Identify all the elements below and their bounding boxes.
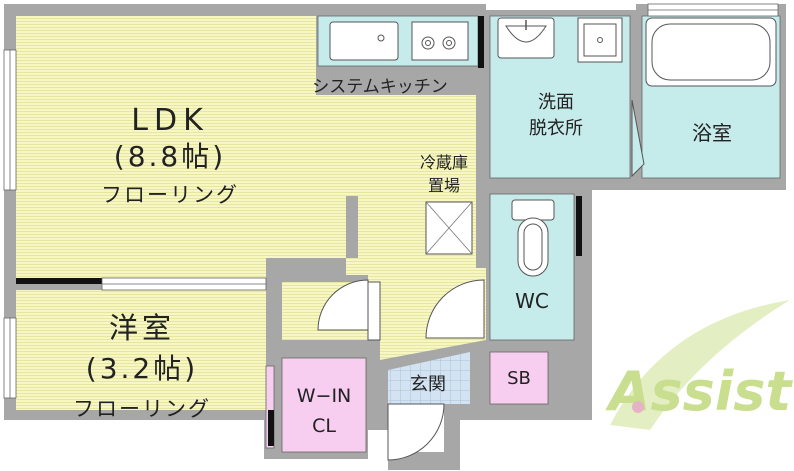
- bathtub-icon: [645, 17, 777, 87]
- closet-door-bar: [265, 365, 275, 449]
- burner-icon: [421, 36, 435, 50]
- burner-icon: [425, 40, 431, 46]
- wall-black-edge: [478, 16, 484, 68]
- room-labels: LDK (8.8帖) フローリング 洋室 (3.2帖) フローリング システムキ…: [73, 77, 732, 437]
- ldk-room: [16, 16, 476, 340]
- walk-in-closet: [281, 357, 367, 453]
- western-room: [16, 282, 282, 410]
- stove-icon: [411, 21, 469, 61]
- assist-logo: Assist: [605, 300, 794, 430]
- black-wall-accents: [16, 196, 582, 446]
- fridge-label-1: 冷蔵庫: [420, 153, 468, 172]
- faucet-icon: [377, 34, 385, 42]
- washbasin-icon: [497, 17, 555, 59]
- toilet-icon: [511, 199, 555, 277]
- kitchen-sink-icon: [329, 21, 399, 61]
- ldk-floor: フローリング: [101, 183, 239, 207]
- western-size: (3.2帖): [86, 352, 198, 385]
- windows: [3, 3, 779, 399]
- washing-machine-pan-icon: [577, 17, 623, 63]
- burner-icon: [446, 40, 452, 46]
- fridge-label-2: 置場: [428, 176, 460, 195]
- entrance-label: 玄関: [410, 374, 446, 395]
- western-name: 洋室: [109, 311, 175, 345]
- shoe-box: [489, 351, 549, 405]
- washroom-label-1: 洗面: [538, 92, 574, 113]
- bathroom-label: 浴室: [692, 121, 732, 145]
- doors: [317, 99, 645, 461]
- western-floor: フローリング: [73, 397, 211, 421]
- wc-label: WC: [515, 289, 549, 313]
- fridge-space: [425, 201, 473, 255]
- ldk-size: (8.8帖): [114, 140, 226, 173]
- kitchen-label: システムキッチン: [312, 77, 448, 97]
- logo-text: Assist: [605, 360, 794, 423]
- closet-label-1: W−IN: [297, 385, 352, 407]
- closet-label-2: CL: [312, 415, 336, 437]
- ldk-name: LDK: [131, 103, 209, 138]
- washroom-label-2: 脱衣所: [529, 118, 583, 139]
- burner-icon: [442, 36, 456, 50]
- shoebox-label: SB: [507, 368, 531, 389]
- logo-dot-icon: [632, 401, 644, 413]
